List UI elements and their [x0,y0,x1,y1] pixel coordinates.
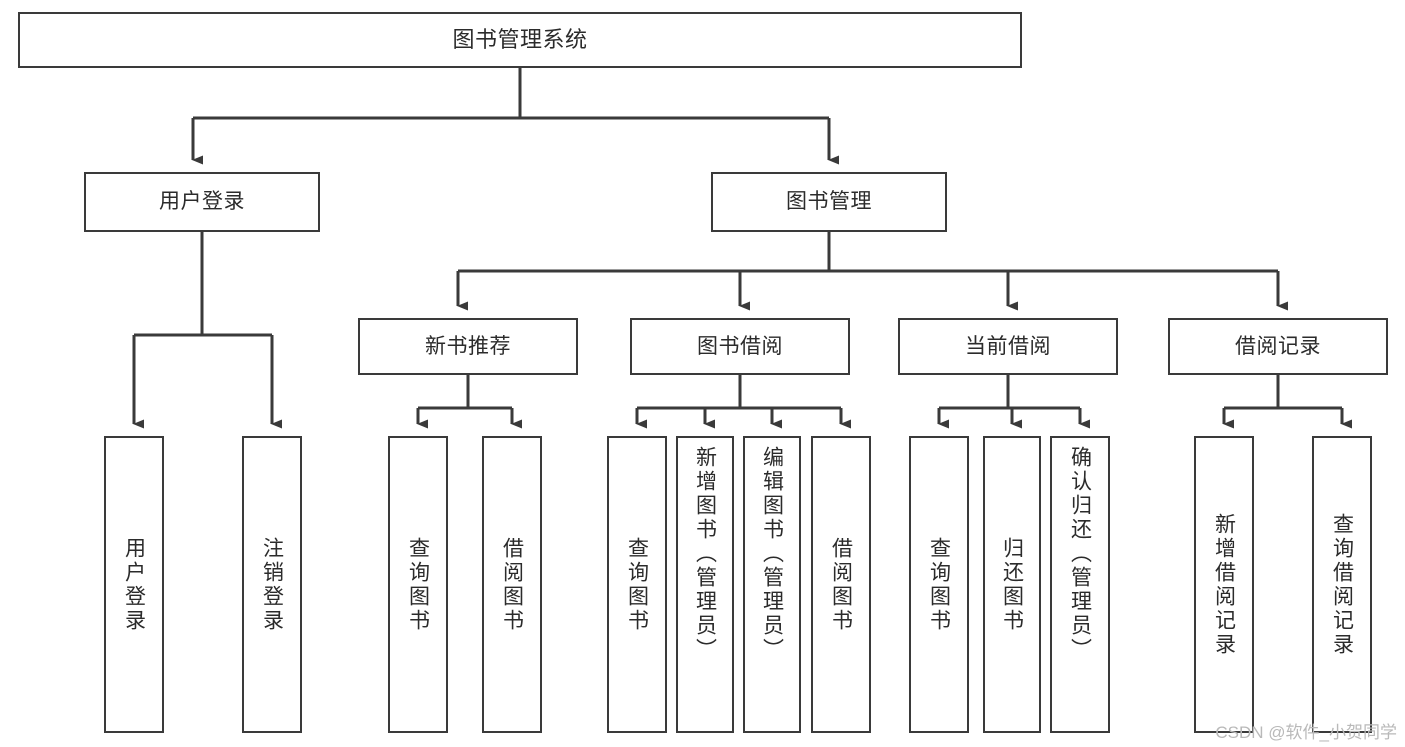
node-label: 用户登录 [122,536,146,633]
leaf-query-book-recommend[interactable]: 查询图书 [388,436,448,733]
leaf-query-book-current[interactable]: 查询图书 [909,436,969,733]
node-label: 借阅图书 [500,536,524,633]
leaf-return-book[interactable]: 归还图书 [983,436,1041,733]
leaf-query-borrow-record[interactable]: 查询借阅记录 [1312,436,1372,733]
leaf-logout-login[interactable]: 注销登录 [242,436,302,733]
node-new-book-recommend[interactable]: 新书推荐 [358,318,578,375]
leaf-user-login[interactable]: 用户登录 [104,436,164,733]
node-label: 新书推荐 [425,334,511,358]
node-label: 借阅记录 [1235,334,1321,358]
leaf-add-book-admin[interactable]: 新增图书（管理员） [676,436,734,733]
node-label: 确认归还（管理员） [1068,446,1092,662]
node-user-login[interactable]: 用户登录 [84,172,320,232]
node-label: 归还图书 [1000,536,1024,633]
node-label: 查询图书 [625,536,649,633]
node-label: 编辑图书（管理员） [760,446,784,662]
leaf-borrow-book[interactable]: 借阅图书 [811,436,871,733]
node-label: 查询图书 [927,536,951,633]
csdn-watermark: CSDN @软件_小贺同学 [1215,723,1397,742]
leaf-query-book-borrow[interactable]: 查询图书 [607,436,667,733]
node-label: 注销登录 [260,536,284,633]
node-root-book-management-system[interactable]: 图书管理系统 [18,12,1022,68]
node-label: 图书管理 [786,190,872,214]
node-label: 查询图书 [406,536,430,633]
node-label: 新增图书（管理员） [693,446,717,662]
node-label: 借阅图书 [829,536,853,633]
node-label: 新增借阅记录 [1212,512,1236,657]
node-label: 图书管理系统 [452,26,588,52]
node-current-borrow[interactable]: 当前借阅 [898,318,1118,375]
leaf-confirm-return-admin[interactable]: 确认归还（管理员） [1050,436,1110,733]
leaf-add-borrow-record[interactable]: 新增借阅记录 [1194,436,1254,733]
node-label: 用户登录 [159,190,245,214]
leaf-edit-book-admin[interactable]: 编辑图书（管理员） [743,436,801,733]
node-book-management[interactable]: 图书管理 [711,172,947,232]
node-book-borrow[interactable]: 图书借阅 [630,318,850,375]
node-borrow-record[interactable]: 借阅记录 [1168,318,1388,375]
node-label: 当前借阅 [965,334,1051,358]
leaf-borrow-book-recommend[interactable]: 借阅图书 [482,436,542,733]
node-label: 查询借阅记录 [1330,512,1354,657]
node-label: 图书借阅 [697,334,783,358]
